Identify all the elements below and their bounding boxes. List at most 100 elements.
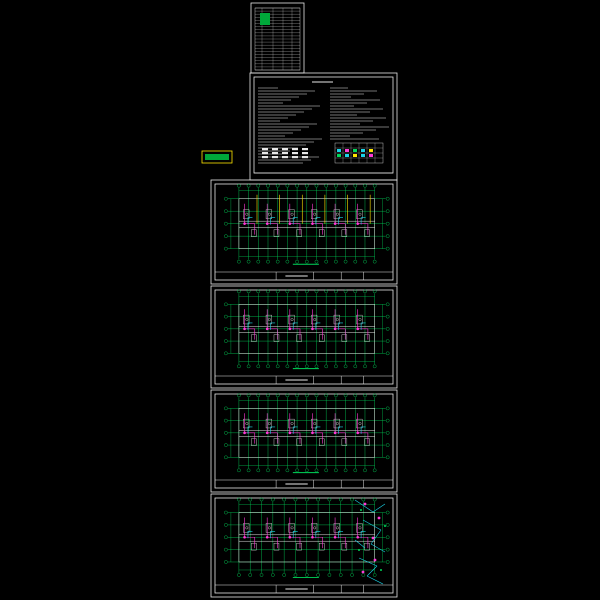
plan-axis-bubble-left [224,327,228,331]
plan-drain-pipe [357,413,369,444]
plan-bathroom-fixture [311,209,318,219]
stamp-fill [205,154,229,160]
plan-axis-bubble-bottom [266,259,270,264]
plan-kitchen-fixture [341,229,348,237]
plan-axis-bubble-bottom [304,573,309,577]
plan-drain-pipe [289,517,301,549]
plan-axis-bubble-left [224,523,228,527]
plan-riser-marker [243,535,246,539]
plan-supply-pipe [315,531,321,539]
system-diagram-pipe [370,543,386,553]
legend-swatch [369,149,373,152]
sheet-floor-plan-4 [210,493,398,598]
plan-axis-bubble-top [327,497,332,502]
plan-axis-bubble-top [256,393,261,398]
plan-inner-frame [214,183,394,281]
plan-riser-marker [265,327,269,331]
plan-bathroom-fixture [243,418,250,429]
plan-axis-bubble-left [224,196,228,201]
plan-floor-drain [245,422,249,425]
plan-kitchen-fixture [296,334,302,342]
system-diagram-node [361,570,365,574]
plan-axis-bubble-top [295,183,299,188]
plan-axis-bubble-bottom [361,573,366,577]
plan-axis-bubble-bottom [334,259,338,264]
notes-bold-text-block [272,152,278,155]
notes-bold-text-block [302,148,308,151]
plan-drain-pipe [289,203,301,235]
plan-axis-bubble-bottom [372,573,377,577]
plan-drain-pipe [266,309,278,340]
notes-bold-text-block [262,148,268,151]
plan-axis-bubble-top [343,183,348,188]
plan-floor-drain [335,422,339,425]
plan-supply-pipe [270,426,276,434]
plan-kitchen-fixture [273,334,280,342]
system-diagram-valve [380,569,382,571]
plan-axis-bubble-bottom [237,259,241,264]
plan-axis-bubble-bottom [246,364,251,369]
plan-axis-bubble-right [385,418,390,423]
system-diagram-pipe [354,499,374,513]
plan-drain-pipe [244,203,256,235]
plan-exterior-wall [238,304,375,354]
plan-axis-bubble-bottom [248,573,253,577]
plan-axis-bubble-top [363,289,367,294]
plan-axis-bubble-top [259,497,264,502]
plan-axis-bubble-right [385,221,390,226]
plan-axis-bubble-top [338,497,343,502]
plan-supply-pipe [247,217,253,225]
plan-kitchen-fixture [341,438,348,446]
plan-axis-bubble-bottom [343,468,348,473]
plan-axis-bubble-top [237,497,241,502]
plan-axis-bubble-bottom [295,259,299,264]
plan-axis-bubble-left [224,351,228,356]
plan-axis-bubble-top [316,497,320,502]
plan-drain-pipe [312,517,323,549]
plan-axis-bubble-top [324,393,328,398]
plan-axis-bubble-right [385,455,390,460]
plan-drain-pipe [266,413,278,444]
plan-axis-bubble-right [385,246,390,251]
notes-bold-text-block [302,152,308,155]
plan-axis-bubble-top [285,289,290,294]
plan-axis-bubble-top [282,497,286,502]
plan-kitchen-fixture [251,334,257,342]
system-diagram-valve [358,549,360,551]
plan-riser-marker [311,535,314,539]
plan-axis-bubble-top [343,289,348,294]
plan-drain-pipe [334,413,346,444]
plan-inner-frame [214,497,394,594]
plan-riser-marker [311,222,314,225]
plan-axis-bubble-bottom [314,259,319,264]
plan-axis-bubble-bottom [282,573,286,577]
plan-axis-bubble-top [334,183,338,188]
plan-axis-bubble-bottom [259,573,264,577]
plan-bathroom-fixture [243,314,250,325]
legend-swatch [345,154,349,157]
plan-floor-drain [313,318,317,321]
legend-swatch [369,154,373,157]
plan-axis-bubble-left [224,535,228,540]
plan-floor-drain [245,526,249,530]
plan-axis-bubble-top [246,183,251,188]
plan-drain-pipe [244,517,256,549]
plan-axis-bubble-left [224,443,228,447]
plan-axis-bubble-top [304,497,309,502]
plan-riser-marker [265,431,269,435]
plan-axis-bubble-bottom [246,259,251,264]
legend-swatch [361,154,365,157]
sheet-floor-plan-1 [210,179,398,285]
notes-bold-text-block [292,156,298,159]
plan-drain-pipe [244,309,256,340]
plan-axis-bubble-top [361,497,366,502]
plan-kitchen-fixture [341,334,348,342]
plan-supply-pipe [360,531,366,539]
plan-floor-drain [268,422,271,425]
plan-axis-bubble-top [256,289,261,294]
drawing-list-highlight [260,13,270,25]
plan-axis-bubble-bottom [271,573,275,577]
plan-axis-bubble-top [372,497,377,502]
plan-axis-bubble-top [324,183,328,188]
